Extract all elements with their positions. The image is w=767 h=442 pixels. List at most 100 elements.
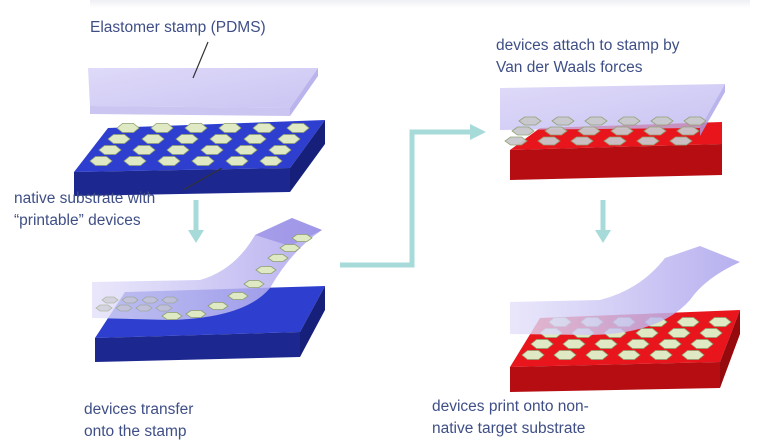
device [681,350,705,360]
device [635,328,659,338]
elastomer-stamp-peeling [92,218,322,320]
device [227,292,249,300]
device [570,136,594,146]
device [584,116,608,126]
device [185,310,207,318]
native-substrate-label-line1: native substrate with [14,190,156,207]
attach-label-line2: Van der Waals forces [496,59,643,76]
device-array-on-stamp [504,116,707,146]
print-label-line2: native target substrate [432,420,586,437]
elastomer-stamp [88,68,318,116]
print-label-line1: devices print onto non- [432,398,589,415]
device [101,296,119,304]
device [643,126,667,136]
device [123,156,147,166]
device [279,244,301,252]
device [636,136,660,146]
device [676,126,700,136]
stamp-pointer-line [192,41,209,79]
device-array-on-stamp [95,234,313,320]
device [585,350,609,360]
device [291,234,313,242]
substrate-pointer-line [182,167,223,191]
device [610,126,634,136]
device [577,126,601,136]
device [658,339,682,349]
device [259,156,283,166]
attach-label-line1: devices attach to stamp by [496,37,680,54]
device [184,123,208,133]
transfer-label-line1: devices transfer [84,401,194,418]
device [218,123,242,133]
device [191,156,215,166]
device [553,350,577,360]
device [544,126,568,136]
device [521,350,545,360]
top-shading [90,0,750,8]
device [676,317,700,327]
device [116,123,140,133]
device [626,339,650,349]
device [617,116,641,126]
device [98,145,122,155]
device [225,156,249,166]
transfer-label-line2: onto the stamp [84,423,187,440]
device [150,123,174,133]
device [175,134,199,144]
panel-stamp-above-native-substrate [74,41,325,196]
device [161,296,179,304]
elastomer-stamp-peeling [510,246,740,335]
device [115,304,133,312]
device [161,312,183,320]
device [107,134,131,144]
device [200,145,224,155]
device [135,304,153,312]
device [252,123,276,133]
device [708,317,732,327]
device [141,296,159,304]
panel-devices-attached [500,84,725,180]
panel-devices-transfer [92,218,325,362]
device-array [89,123,310,166]
device [562,339,586,349]
arrow-down-left [188,200,204,243]
device [650,116,674,126]
device [277,134,301,144]
device [603,136,627,146]
device [617,350,641,360]
device [699,328,723,338]
native-substrate-label-line2: “printable” devices [14,212,141,229]
device [95,304,113,312]
device [243,280,265,288]
device [268,145,292,155]
device [132,145,156,155]
stamp-label: Elastomer stamp (PDMS) [90,19,266,36]
device [121,296,139,304]
device [669,136,693,146]
panel-devices-printed [510,246,740,392]
device [537,136,561,146]
device [594,339,618,349]
device [667,328,691,338]
device [155,304,173,312]
device [530,339,554,349]
device [518,116,542,126]
device [649,350,673,360]
arrow-down-right [595,200,611,243]
device [267,254,289,262]
device [511,126,535,136]
device [166,145,190,155]
device [690,339,714,349]
device [551,116,575,126]
device [209,134,233,144]
device [286,123,310,133]
device [141,134,165,144]
device [243,134,267,144]
device [157,156,181,166]
device [89,156,113,166]
device [255,266,277,274]
device [207,302,229,310]
device [504,136,528,146]
device [234,145,258,155]
